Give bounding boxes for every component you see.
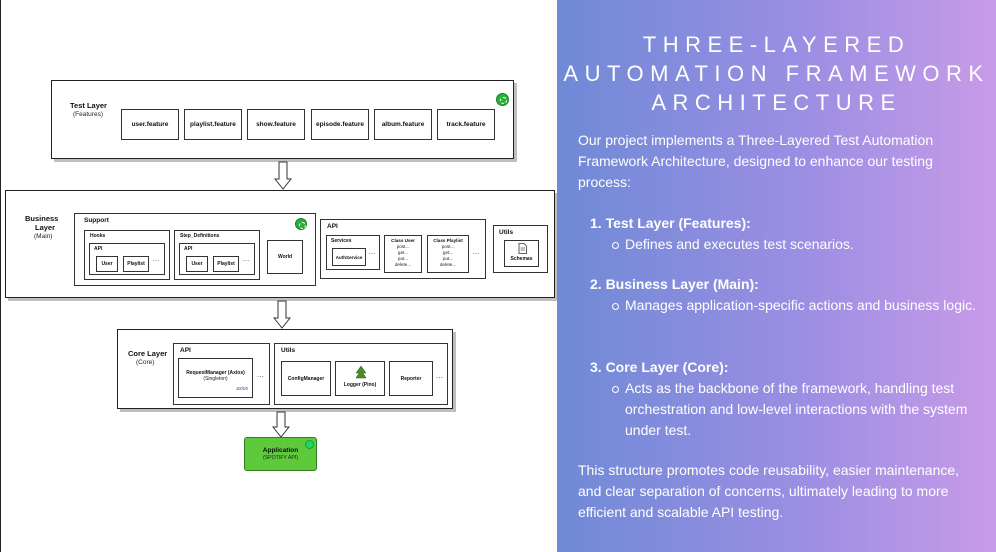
test-layer-title: Test Layer bbox=[70, 101, 107, 110]
axios-logo: axios bbox=[236, 386, 248, 392]
outro-paragraph: This structure promotes code reusability… bbox=[578, 462, 960, 520]
panel-title: THREE-LAYERED AUTOMATION FRAMEWORK ARCHI… bbox=[557, 30, 996, 117]
panel-title-line: THREE-LAYERED bbox=[642, 32, 911, 57]
business-api-more: ... bbox=[473, 250, 480, 256]
business-utils-box: Utils Schemas bbox=[493, 225, 548, 273]
feature-user: user.feature bbox=[121, 109, 179, 140]
business-utils-title: Utils bbox=[499, 229, 514, 236]
description-panel: THREE-LAYERED AUTOMATION FRAMEWORK ARCHI… bbox=[557, 0, 996, 552]
hooks-api-title: API bbox=[94, 246, 103, 252]
reporter: Reporter bbox=[389, 361, 433, 396]
request-manager-box: RequestManager (Axios) (Singleton) axios bbox=[178, 358, 253, 398]
business-layer-title-2: Layer bbox=[35, 223, 56, 232]
class-playlist-method: post... bbox=[441, 244, 455, 249]
logger-label: Logger (Pino) bbox=[343, 382, 377, 388]
feature-episode: episode.feature bbox=[311, 109, 369, 140]
core-api-more: ... bbox=[257, 372, 265, 379]
services-box: Services AuthService ... bbox=[326, 235, 380, 270]
class-user-title: Class User bbox=[391, 238, 415, 243]
cucumber-icon bbox=[496, 93, 509, 106]
arrow-test-to-business bbox=[274, 161, 292, 190]
core-utils-more: ... bbox=[436, 373, 444, 380]
core-layer-title: Core Layer bbox=[128, 349, 168, 358]
intro-paragraph: Our project implements a Three-Layered T… bbox=[578, 132, 934, 190]
panel-title-line: ARCHITECTURE bbox=[651, 90, 902, 115]
spotify-icon bbox=[305, 440, 314, 449]
request-manager-label: RequestManager (Axios) bbox=[186, 370, 245, 376]
layer-item-bullet: Defines and executes test scenarios. bbox=[590, 234, 990, 255]
arrow-business-to-core bbox=[273, 300, 291, 329]
layer-item-bullet: Acts as the backbone of the framework, h… bbox=[590, 378, 990, 441]
auth-service: AuthService bbox=[332, 248, 366, 266]
business-layer-box: Business Layer (Main) Support Hooks API … bbox=[5, 190, 555, 298]
world-box: World bbox=[267, 240, 303, 274]
layer-item-heading: 3. Core Layer (Core): bbox=[590, 359, 729, 375]
feature-track: track.feature bbox=[437, 109, 495, 140]
services-more: ... bbox=[369, 250, 376, 256]
class-user-box: Class User post... get... put... delete.… bbox=[384, 235, 422, 273]
panel-title-line: AUTOMATION FRAMEWORK bbox=[563, 61, 990, 86]
hooks-user: User bbox=[96, 256, 118, 272]
business-layer-subtitle: (Main) bbox=[34, 233, 53, 240]
layer-item-core: 3. Core Layer (Core): Acts as the backbo… bbox=[590, 357, 990, 441]
layer-item-heading: 1. Test Layer (Features): bbox=[590, 215, 751, 231]
layer-item-test: 1. Test Layer (Features): Defines and ex… bbox=[590, 213, 990, 255]
layer-item-bullet: Manages application-specific actions and… bbox=[590, 295, 990, 316]
business-layer-title-1: Business bbox=[25, 214, 59, 223]
layer-item-heading: 2. Business Layer (Main): bbox=[590, 276, 759, 292]
class-playlist-method: get... bbox=[442, 250, 454, 255]
business-api-title: API bbox=[327, 223, 338, 230]
singleton-label: (Singleton) bbox=[203, 376, 228, 382]
step-definitions-api-title: API bbox=[184, 246, 193, 252]
services-title: Services bbox=[331, 238, 352, 244]
architecture-diagram: Test Layer (Features) user.feature playl… bbox=[0, 0, 557, 552]
core-layer-subtitle: (Core) bbox=[136, 359, 155, 366]
core-utils-title: Utils bbox=[281, 347, 296, 354]
core-api-box: API RequestManager (Axios) (Singleton) a… bbox=[173, 343, 270, 405]
pino-logo-icon bbox=[355, 366, 367, 379]
class-user-method: put... bbox=[397, 256, 409, 261]
support-title: Support bbox=[84, 217, 109, 224]
document-icon bbox=[518, 243, 527, 254]
step-definitions-user: User bbox=[186, 256, 208, 272]
core-api-title: API bbox=[180, 347, 191, 354]
cucumber-icon bbox=[295, 218, 307, 230]
hooks-api-box: API User Playlist ... bbox=[89, 243, 165, 275]
core-utils-box: Utils ConfigManager Logger (Pino) Report… bbox=[274, 343, 448, 405]
hooks-title: Hooks bbox=[90, 233, 106, 239]
schemas-box: Schemas bbox=[504, 240, 539, 267]
hooks-more: ... bbox=[153, 257, 160, 263]
hooks-box: Hooks API User Playlist ... bbox=[84, 230, 170, 280]
class-playlist-title: Class Playlist bbox=[433, 238, 463, 243]
test-layer-subtitle: (Features) bbox=[73, 111, 103, 118]
step-definitions-more: ... bbox=[243, 257, 250, 263]
logger-box: Logger (Pino) bbox=[335, 361, 385, 396]
class-playlist-box: Class Playlist post... get... put... del… bbox=[427, 235, 469, 273]
hooks-playlist: Playlist bbox=[123, 256, 149, 272]
core-layer-box: Core Layer (Core) API RequestManager (Ax… bbox=[117, 329, 453, 409]
feature-playlist: playlist.feature bbox=[184, 109, 242, 140]
layer-item-business: 2. Business Layer (Main): Manages applic… bbox=[590, 274, 990, 316]
config-manager: ConfigManager bbox=[281, 361, 331, 396]
schemas-label: Schemas bbox=[510, 256, 533, 262]
class-user-method: post... bbox=[396, 244, 410, 249]
feature-show: show.feature bbox=[247, 109, 305, 140]
class-user-method: get... bbox=[397, 250, 409, 255]
application-title: Application bbox=[262, 447, 299, 454]
class-user-method: delete... bbox=[394, 262, 412, 267]
support-box: Support Hooks API User Playlist ... Step… bbox=[74, 213, 316, 286]
step-definitions-playlist: Playlist bbox=[213, 256, 239, 272]
business-api-box: API Services AuthService ... Class User … bbox=[320, 219, 486, 279]
step-definitions-box: Step_Definitions API User Playlist ... bbox=[174, 230, 260, 280]
step-definitions-title: Step_Definitions bbox=[180, 233, 220, 239]
class-playlist-method: delete... bbox=[439, 262, 457, 267]
application-box: Application (SPOTIFY API) bbox=[244, 437, 317, 471]
application-subtitle: (SPOTIFY API) bbox=[262, 455, 299, 461]
feature-album: album.feature bbox=[374, 109, 432, 140]
test-layer-box: Test Layer (Features) user.feature playl… bbox=[51, 80, 514, 159]
arrow-core-to-application bbox=[272, 411, 290, 438]
class-playlist-method: put... bbox=[442, 256, 454, 261]
step-definitions-api-box: API User Playlist ... bbox=[179, 243, 255, 275]
